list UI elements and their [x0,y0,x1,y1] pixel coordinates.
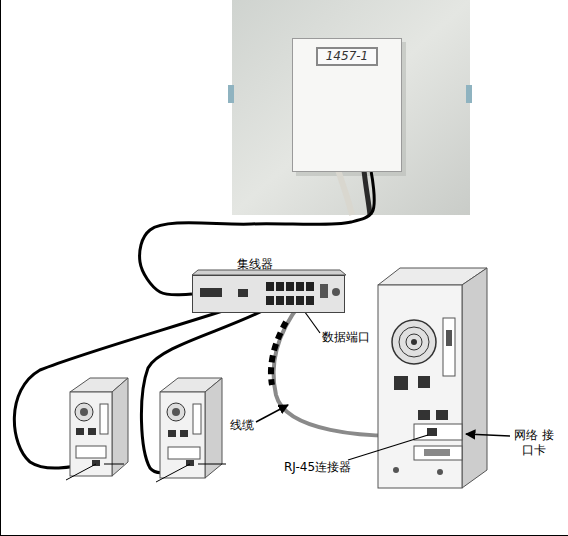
data-port [296,296,304,305]
power-socket [180,430,188,437]
cable [14,296,268,468]
nic-port [427,428,437,436]
power-jack [332,288,340,296]
uplink-port [238,289,248,297]
computer-back [160,392,205,478]
card-slot [193,404,201,434]
port [418,410,430,420]
io-panel [168,447,200,459]
hub-box: 集线器 [192,275,345,313]
computer-side [112,378,128,476]
photo-mark [228,85,234,103]
data-port [306,296,314,305]
power-socket [76,428,84,435]
data-port [286,282,294,291]
power-socket [168,430,176,437]
data-port [266,296,274,305]
cable-segment [271,322,286,385]
computer-back [70,392,112,476]
wall-photo [232,0,470,215]
data-port [286,296,294,305]
fan [80,408,88,416]
io-panel [76,446,106,458]
leader-line [104,464,124,465]
fan [75,403,93,421]
card-slot [414,446,462,460]
connector [446,330,452,346]
fan [392,320,436,364]
screw [393,467,399,473]
part-label: 数据端口 [322,330,392,345]
data-port [276,296,284,305]
power-switch [320,284,328,298]
leader-line [198,464,226,465]
part-label: 网络 接口卡 [512,428,556,458]
part-label: 线缆 [230,418,270,433]
connector [424,449,450,456]
fan [172,408,180,416]
data-port [306,282,314,291]
computer-side [205,378,222,478]
leader-line [156,464,190,482]
fan [399,327,429,357]
leader-line [348,435,428,460]
computer-back [378,285,462,488]
fan [167,403,185,421]
node-text: 1457-1 [316,47,378,66]
computer-side [462,268,487,488]
fan [411,339,417,345]
data-port [276,282,284,291]
leader-arrow [466,434,510,436]
card-slot [100,404,108,434]
leader-line [66,464,96,480]
data-port [296,282,304,291]
card-slot [443,318,455,376]
node-text: 集线器 [237,256,273,273]
leader-arrow [256,405,288,422]
power-socket [88,428,96,435]
uplink-port [200,288,222,297]
fan [406,334,422,350]
port [436,410,448,420]
screw [437,469,443,475]
frame-line [0,535,568,536]
power-socket [394,376,408,390]
photo-mark [466,85,472,103]
wall-plate: 1457-1 [292,38,402,172]
data-port [266,282,274,291]
part-label: RJ-45连接器 [284,460,384,475]
power-socket [418,376,430,388]
frame-line [0,0,1,536]
